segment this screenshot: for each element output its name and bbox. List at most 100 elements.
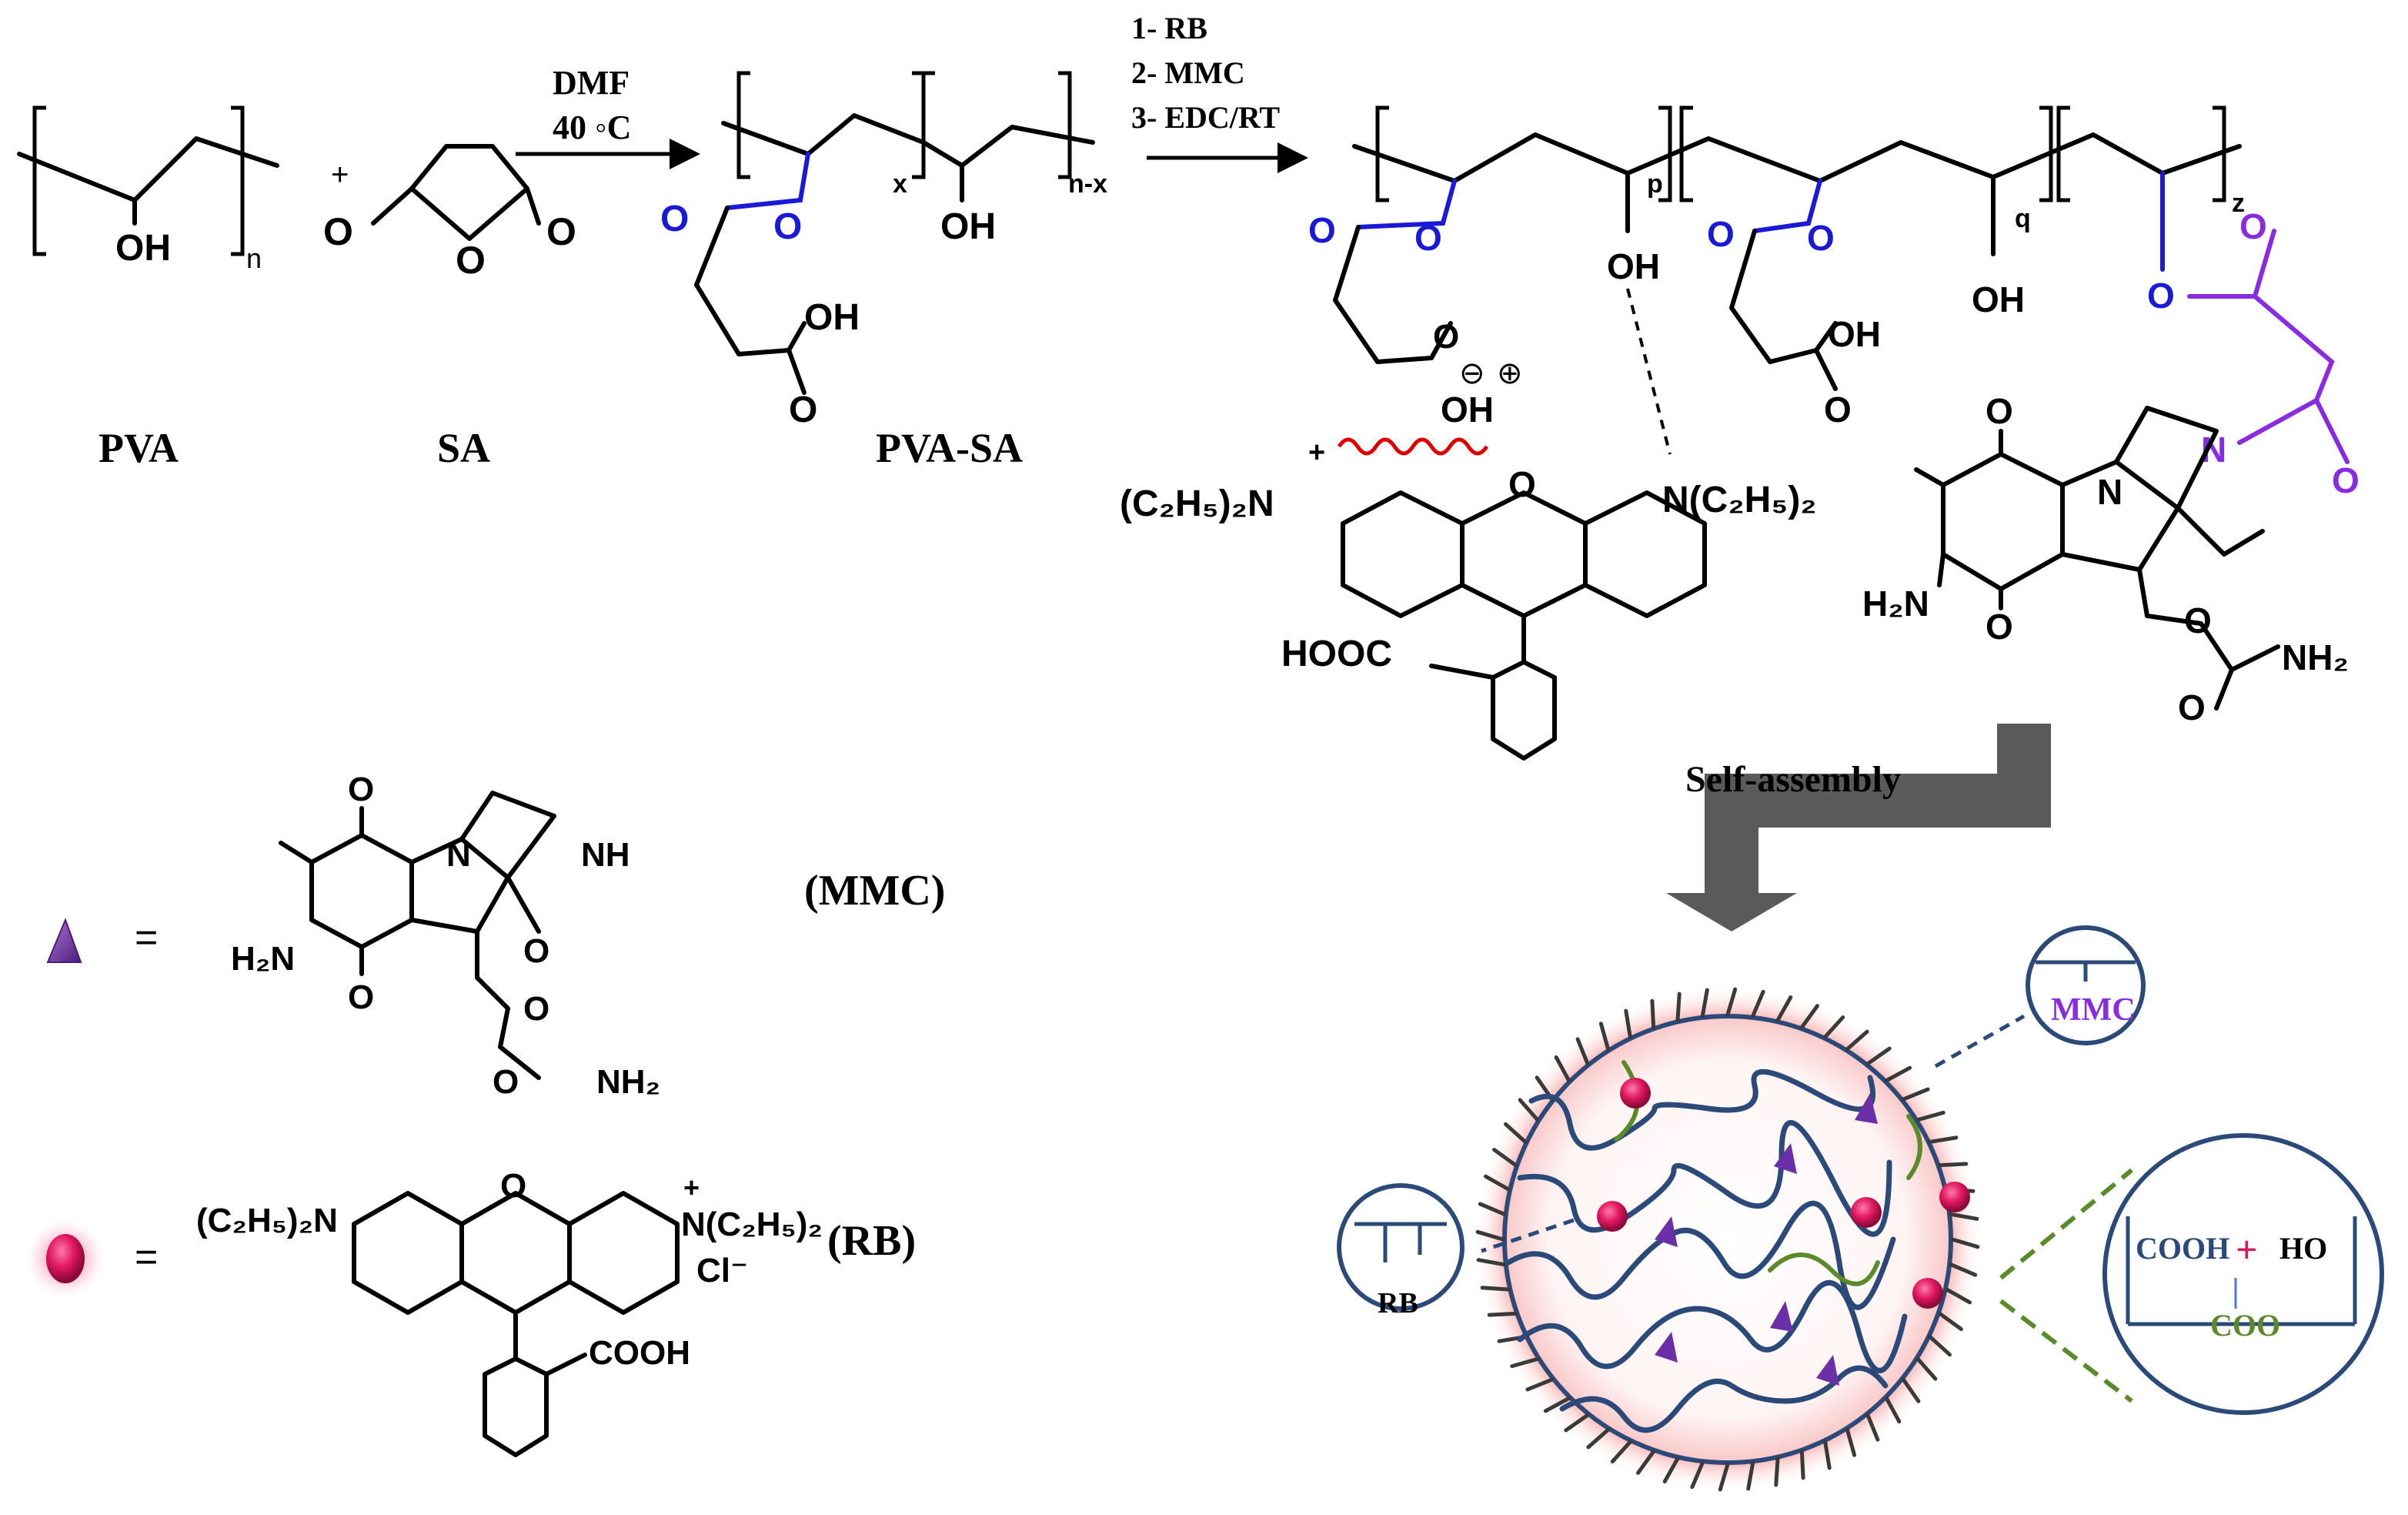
reaction-arrow-2: 1- RB 2- MMC 3- EDC/RT [1131,11,1308,173]
pva-sa-bracket-1 [736,71,750,179]
shell-spike [1510,1356,1540,1369]
legend-rb-ring-left [352,1191,464,1315]
product-mmc-ome [2176,506,2265,557]
product-mmc-carbamate-chain [2137,567,2280,672]
product-mmc-quinone [1941,452,2065,591]
self-assembly-arrow: Self-assembly [1666,724,2051,931]
inset-mmc-structure [2036,960,2136,982]
shell-spike [1480,1286,1511,1292]
product-mmc-o-bottom: O [1986,607,2013,647]
shell-spike [1636,1450,1656,1475]
product-oh-q: OH [1972,279,2025,319]
product-rb-amine: N(C₂H₅)₂ [1662,480,1817,520]
product-ester-2-co: O [1707,214,1735,254]
inset-rb-circle [1337,1183,1465,1311]
shell-spike [1518,1098,1540,1122]
legend-mmc-quinone [309,833,414,949]
shell-spike [1915,1110,1945,1122]
legend-mmc-carbonyl-o: O [493,1063,519,1101]
shell-spike [1476,1258,1507,1267]
legend-rb-charge: + [683,1172,700,1203]
legend-rb: = O (C₂H₅)₂N N(C₂H₅)₂ + Cl⁻ COOH (RB) [23,1167,916,1457]
shell-spike [1598,1022,1611,1052]
step1-reagent: DMF [553,64,630,102]
pva-sa-carbonyl-o: O [660,199,689,239]
shell-spike [1901,1087,1930,1102]
shell-spike [1885,1396,1902,1424]
shell-spike [1938,1311,1963,1331]
legend-mmc-ome [506,875,541,934]
product-mmc-co-o: O [2178,687,2206,727]
pva-sa-co-bond [787,348,807,395]
shell-spike [1690,1460,1705,1490]
shell-spike [1751,989,1765,1018]
shell-spike [1718,1462,1730,1492]
step2-line2: 2- MMC [1131,55,1245,90]
product-q-subscript: q [2015,204,2031,233]
shell-spike [1928,1335,1952,1357]
pva-left-bracket [32,105,46,256]
shell-spike [1799,1004,1819,1029]
shell-spike [1823,1015,1845,1039]
shell-spike [1487,1311,1518,1317]
legend-mmc-equals: = [135,915,158,960]
legend-mmc-carbamate [475,929,541,1080]
product-chain-2-oh: OH [1828,314,1881,354]
sa-structure: O O O SA [323,144,576,471]
rb-sphere-icon [46,1234,85,1283]
legend-rb-right: N(C₂H₅)₂ [681,1206,823,1243]
nanoparticle [1474,985,1982,1493]
legend-rb-label: (RB) [827,1217,916,1265]
legend-mmc-o-top: O [348,771,374,808]
product-rb-ring-right [1583,490,1707,618]
inset-ester-plus: + [2236,1228,2258,1271]
legend-rb-aryl-ring [483,1356,549,1457]
reaction-arrow-1: DMF 40 ◦C [516,64,700,169]
pva-n-subscript: n [246,242,262,274]
inset-ester-coo: COO [2210,1308,2280,1343]
inset-rb-label: RB [1378,1287,1418,1319]
product-ester-3-o: O [2147,276,2175,316]
pva-sa-cooh-oh: OH [804,297,860,338]
legend-rb-cooh: COOH [589,1334,690,1372]
shell-spike [1624,1008,1632,1039]
nanoparticle-shell [1502,1014,1953,1465]
pva-sa-backbone [721,113,1095,168]
pva-sa-nx-subscript: n-x [1068,169,1107,199]
self-assembly-arrow-shape [1666,724,2051,931]
shell-spike [1799,1450,1805,1480]
inset-ester: COOH + HO COO [1999,1133,2384,1415]
product-chain-2-co-bond [1814,348,1838,391]
pva-sa-cooh-bond [787,321,807,353]
sa-ring [409,144,529,241]
product-mmc-carbonyl-o: O [2239,206,2267,246]
shell-spike [1823,1440,1832,1470]
encapsulated-drugs [1597,1078,1970,1386]
product-mmc-link-3 [2314,398,2350,464]
pva-sa-structure: OH O O OH O x n-x PVA-SA [660,71,1107,471]
shell-spike [1746,1460,1755,1491]
legend-rb-cooh-bond [544,1353,587,1376]
product-rb-charge: + [1308,436,1325,469]
hydrogen-bond [1626,288,1672,455]
product-ester-2-o: O [1807,218,1835,258]
legend-rb-ring-right [567,1191,680,1315]
polymer-chain-4 [1517,1280,1908,1373]
product-mmc-aziridine [2114,406,2219,510]
mmc-particle-3 [1770,1301,1793,1332]
shell-spike [1725,987,1738,1017]
polymer-chain-green-3 [1906,1114,1922,1180]
mmc-particle-5 [1816,1355,1839,1386]
pva-sa-succinyl-chain [694,206,791,356]
step2-line3: 3- EDC/RT [1131,100,1280,135]
shell-spike [1928,1135,1959,1144]
legend-mmc-methyl [279,841,314,865]
shell-spike [1865,1046,1892,1066]
product-chain-2-o: O [1824,390,1852,430]
product-chain-2-oh-bond [1814,321,1838,353]
shell-spike [1543,1396,1571,1413]
shell-spike [1610,1440,1632,1463]
product-bracket-5 [2056,105,2070,202]
product-chain-2 [1729,229,1819,364]
product-mmc-methyl [1914,467,1945,487]
